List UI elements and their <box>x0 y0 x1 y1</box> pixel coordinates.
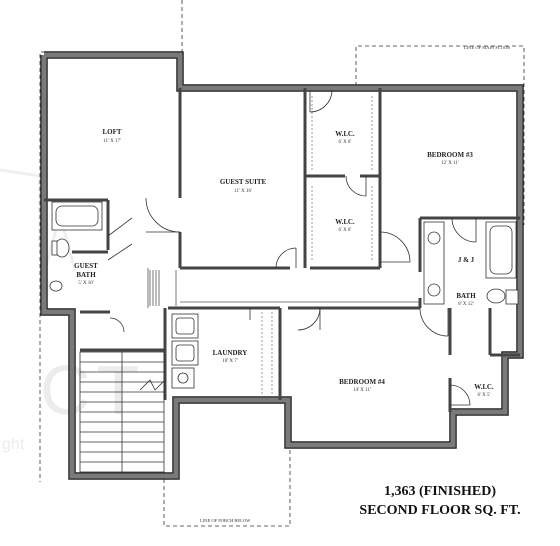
loft-dims: 11' X 17' <box>103 139 121 144</box>
wic-2-dims: 6' X 8' <box>339 228 352 233</box>
bedroom-3-dims: 12' X 11' <box>441 161 459 166</box>
note-porch: LINE OF PORCH BELOW <box>200 518 251 523</box>
laundry-name: LAUNDRY <box>213 349 248 357</box>
line-of-porch-below <box>163 446 291 527</box>
stairs <box>79 351 166 473</box>
wic-3-name: W.I.C. <box>474 383 494 391</box>
note-main-floor: LINE OF MAIN FLOOR <box>464 45 510 50</box>
room-labels: LOFT 11' X 17' GUEST SUITE 11' X 16' W.I… <box>74 128 494 398</box>
jj-toilet <box>486 288 506 304</box>
exterior-walls <box>40 51 524 480</box>
jj-bath-name-1: J & J <box>458 256 475 264</box>
guest-suite-name: GUEST SUITE <box>220 178 267 186</box>
guest-bath-name-2: BATH <box>76 271 96 279</box>
jj-bath-dims: 8' X 12' <box>458 302 474 307</box>
guest-bath-name-1: GUEST <box>74 262 98 270</box>
loft-name: LOFT <box>102 128 121 136</box>
wic-1-name: W.I.C. <box>335 130 355 138</box>
wic-3-dims: 6' X 5' <box>478 393 491 398</box>
guest-suite-dims: 11' X 16' <box>234 189 252 194</box>
bedroom-3-name: BEDROOM #3 <box>427 151 473 159</box>
jj-sink-2 <box>427 283 441 297</box>
guest-sink <box>49 280 63 292</box>
jj-bath-name-2: BATH <box>456 292 476 300</box>
fixtures <box>49 201 519 389</box>
watermark-text: CT <box>40 351 146 429</box>
square-footage-summary: 1,363 (FINISHED) SECOND FLOOR SQ. FT. <box>330 482 550 520</box>
wic-2-name: W.I.C. <box>335 218 355 226</box>
laundry-dims: 10' X 7' <box>222 359 238 364</box>
jj-sink-1 <box>427 231 441 245</box>
summary-line-2: SECOND FLOOR SQ. FT. <box>359 503 521 518</box>
closet-shelves <box>261 96 373 396</box>
summary-line-1: 1,363 (FINISHED) <box>383 484 496 499</box>
guest-bath-dims: 5' X 10' <box>78 281 94 286</box>
bedroom-4-dims: 14' X 11' <box>353 388 371 393</box>
wic-1-dims: 6' X 8' <box>339 140 352 145</box>
bedroom-4-name: BEDROOM #4 <box>339 378 385 386</box>
hall-lines <box>147 268 420 308</box>
watermark-text-small: ght <box>2 436 25 453</box>
interior-walls <box>44 88 520 412</box>
door-swings <box>107 89 477 406</box>
jj-vanity <box>423 221 445 305</box>
